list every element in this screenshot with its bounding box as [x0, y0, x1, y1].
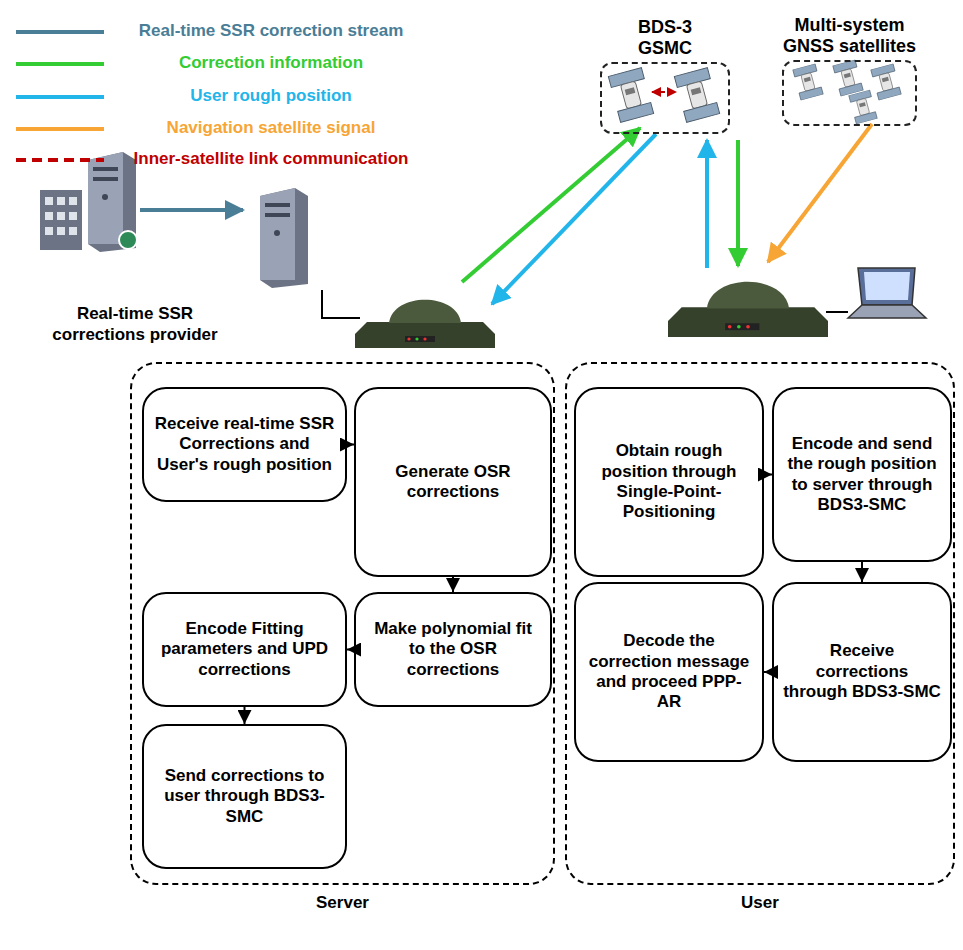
box-text: Make polynomial fit to the OSR correctio… [364, 619, 542, 680]
box-text: Send corrections to user through BDS3-SM… [152, 766, 337, 827]
legend-swatch [16, 95, 104, 99]
flow-arrow [347, 444, 354, 446]
flow-arrow [452, 577, 454, 592]
flow-arrow [347, 649, 354, 651]
box-text: Obtain rough position through Single-Poi… [584, 441, 754, 523]
process-box: Receive corrections through BDS3-SMC [772, 582, 952, 762]
legend-text: Correction information [106, 53, 436, 73]
box-text: Receive real-time SSR Corrections and Us… [152, 414, 337, 475]
legend-swatch [16, 30, 104, 34]
box-text: Encode Fitting parameters and UPD correc… [152, 619, 337, 680]
group-region: UserObtain rough position through Single… [565, 362, 955, 885]
legend-swatch [16, 158, 104, 162]
flow-arrow [764, 671, 772, 673]
legend-text: Navigation satellite signal [106, 118, 436, 138]
flow-arrow [861, 562, 863, 582]
legend-text: Real-time SSR correction stream [106, 21, 436, 41]
flow-arrow [764, 474, 772, 476]
process-box: Encode and send the rough position to se… [772, 387, 952, 562]
process-box: Obtain rough position through Single-Poi… [574, 387, 764, 577]
satellite-group: BDS-3 GSMC [600, 62, 730, 134]
legend-text: User rough position [106, 86, 436, 106]
box-text: Decode the correction message and procee… [584, 631, 754, 713]
icon-node: Real-time SSR corrections provider [30, 150, 240, 345]
legend-swatch [16, 127, 104, 131]
box-text: Encode and send the rough position to se… [782, 434, 942, 516]
box-text: Generate OSR corrections [364, 462, 542, 503]
process-box: Receive real-time SSR Corrections and Us… [142, 387, 347, 502]
heading-text: Server [132, 893, 553, 913]
process-box: Encode Fitting parameters and UPD correc… [142, 592, 347, 707]
process-box: Generate OSR corrections [354, 387, 552, 577]
heading-text: BDS-3 GSMC [625, 17, 705, 60]
heading-text: Real-time SSR corrections provider [40, 304, 230, 345]
process-box: Make polynomial fit to the OSR correctio… [354, 592, 552, 707]
group-region: ServerReceive real-time SSR Corrections … [130, 362, 555, 885]
legend-swatch [16, 62, 104, 66]
process-box: Decode the correction message and procee… [574, 582, 764, 762]
heading-text: Multi-system GNSS satellites [775, 15, 925, 58]
box-text: Receive corrections through BDS3-SMC [782, 641, 942, 702]
legend-text: Inner-satellite link communication [106, 149, 436, 169]
satellite-group: Multi-system GNSS satellites [782, 60, 917, 126]
process-box: Send corrections to user through BDS3-SM… [142, 724, 347, 869]
heading-text: User [567, 893, 953, 913]
flow-arrow [244, 707, 246, 724]
